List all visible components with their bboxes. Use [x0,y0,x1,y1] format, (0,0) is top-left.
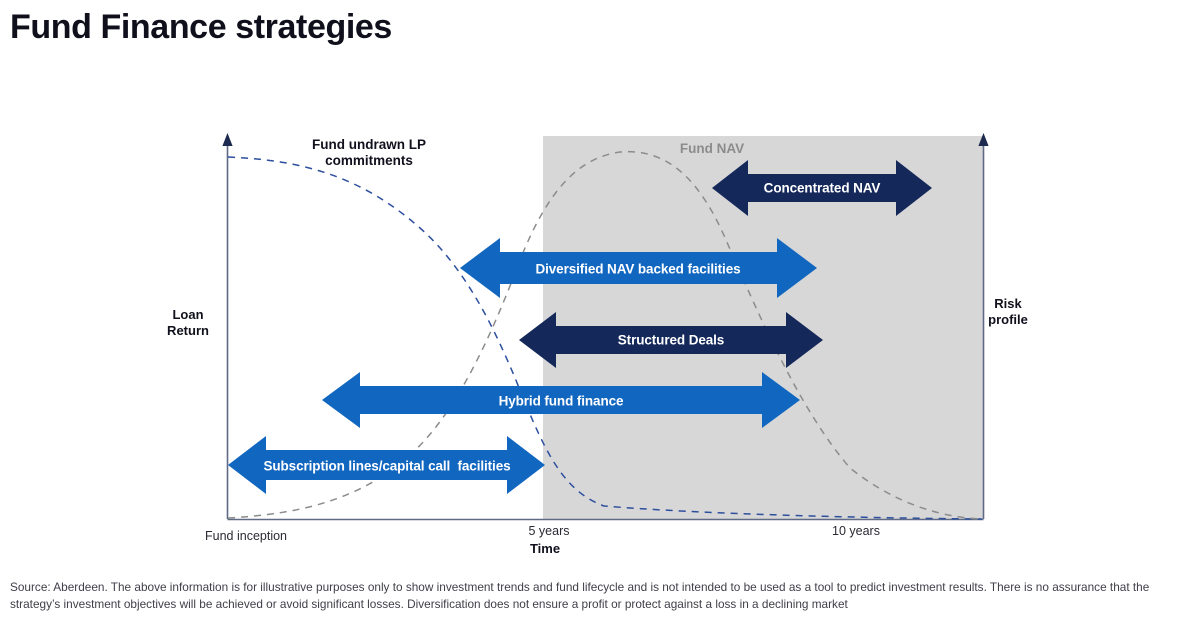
source-footnote: Source: Aberdeen. The above information … [10,580,1150,612]
axis-label-loan-return: Loan Return [167,307,209,339]
right-axis [978,133,989,519]
x-tick-5-years: 5 years [528,524,570,538]
bar-arrow-concentrated-nav[interactable] [712,160,932,216]
annotation-fund-undrawn-lp-commitments: Fund undrawn LP commitments [312,137,426,169]
undrawn-lp-commitments-curve [227,156,983,520]
x-axis-title: Time [529,541,561,556]
page-title: Fund Finance strategies [10,8,392,46]
x-tick-10-years: 10 years [832,524,880,538]
bar-arrow-subscription-lines[interactable] [228,436,545,494]
bar-arrow-hybrid-fund-finance[interactable] [322,372,800,428]
bar-arrow-diversified-nav-backed-facilities[interactable] [460,238,817,298]
diagram-canvas [222,133,989,521]
fund-finance-strategies-diagram: Concentrated NAV Diversified NAV backed … [167,133,1028,556]
bar-arrow-structured-deals[interactable] [519,312,823,368]
x-tick-fund-inception: Fund inception [205,529,288,543]
annotation-fund-nav: Fund NAV [679,141,745,156]
axis-label-risk-profile: Risk profile [988,296,1028,328]
left-axis [222,133,233,519]
